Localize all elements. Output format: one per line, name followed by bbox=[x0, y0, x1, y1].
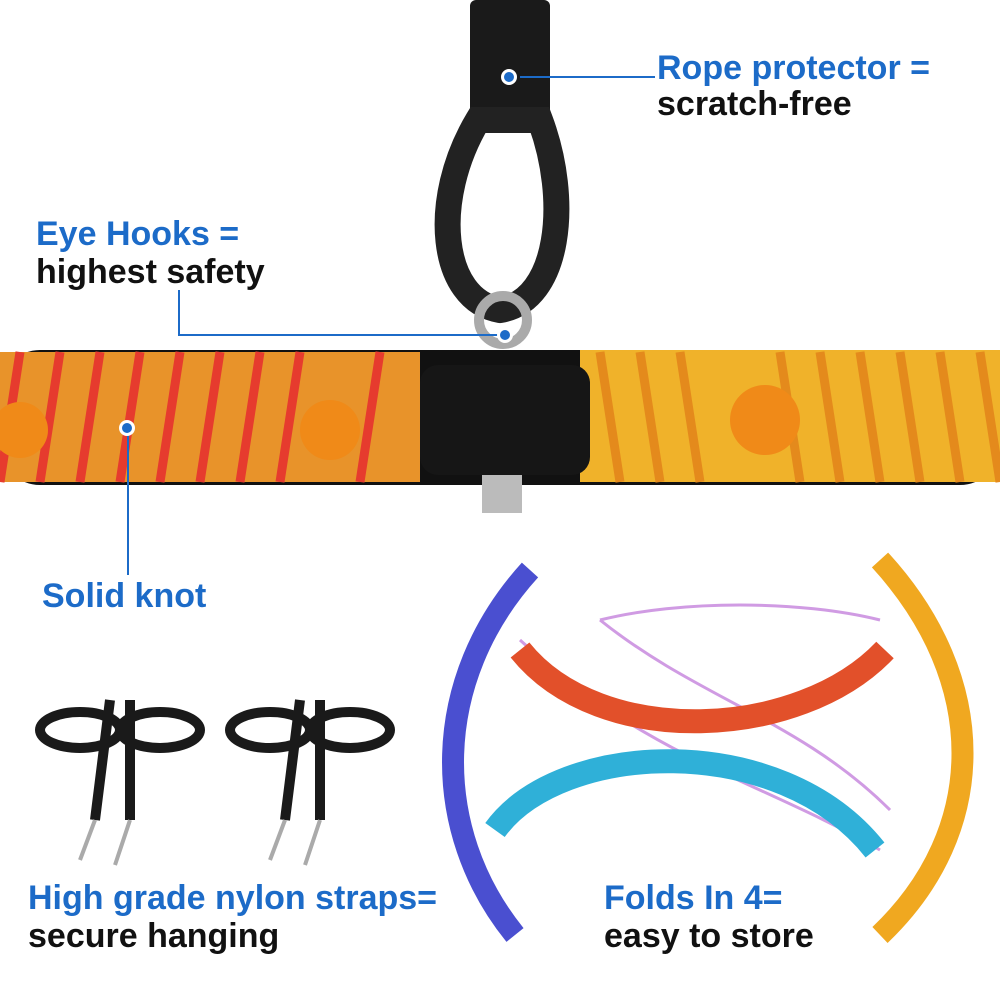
solid-knot-title: Solid knot bbox=[42, 577, 207, 615]
swing-blue-arc bbox=[442, 562, 539, 942]
eye-hooks-marker bbox=[497, 327, 513, 343]
eye-hooks-title: Eye Hooks = bbox=[36, 215, 240, 253]
folds-subtitle: easy to store bbox=[604, 917, 814, 955]
rope-protector-leader bbox=[520, 76, 655, 78]
rope-protector-title: Rope protector = bbox=[657, 49, 930, 87]
folds-title: Folds In 4= bbox=[604, 879, 783, 917]
solid-knot-leader bbox=[127, 430, 129, 575]
eye-hooks-leader-h bbox=[178, 334, 503, 336]
rope-protector-marker bbox=[501, 69, 517, 85]
eye-hooks-leader-v bbox=[178, 290, 180, 335]
rope-loop bbox=[434, 107, 570, 324]
straps-subtitle: secure hanging bbox=[28, 917, 280, 955]
swing-yellow-arc bbox=[871, 552, 974, 943]
eye-hook bbox=[474, 291, 532, 349]
nylon-straps bbox=[35, 699, 395, 821]
eye-hooks-subtitle: highest safety bbox=[36, 253, 265, 291]
straps-title: High grade nylon straps= bbox=[28, 879, 438, 917]
rope-protector-subtitle: scratch-free bbox=[657, 85, 852, 123]
swing-cyan-arc bbox=[485, 749, 885, 858]
rope-protector bbox=[470, 0, 550, 118]
swing-red-arc bbox=[510, 641, 894, 734]
solid-knot-marker bbox=[119, 420, 135, 436]
